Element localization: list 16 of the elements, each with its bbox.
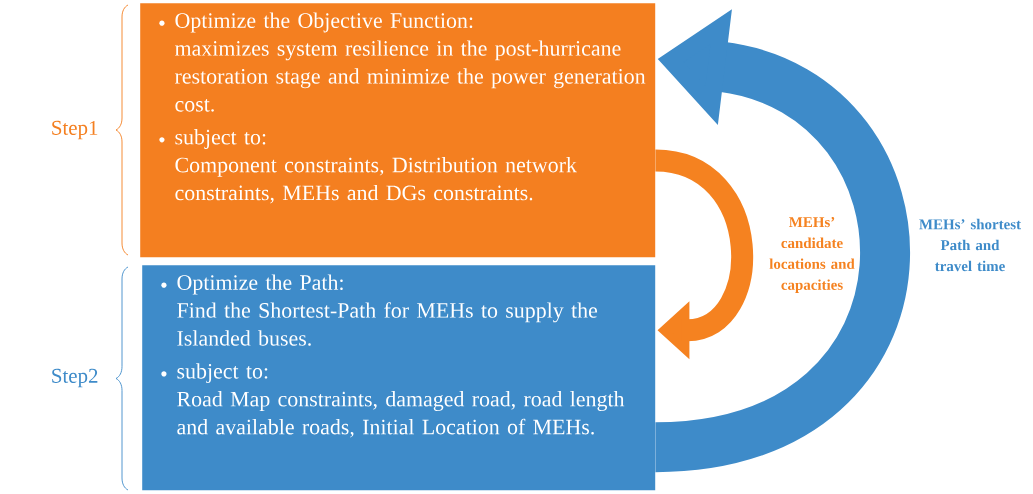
step-label: Step1	[52, 120, 98, 140]
node-label: subject to:	[175, 129, 266, 149]
node-label: Road Map constraints, damaged road, road length and available roads, Initial Location of MEHs.	[177, 391, 625, 438]
bullet-list: Optimize the Objective Function: maximizes system resilience in the post-hurricane restoration stage and minimize the power generation cost. subject to: Component constraints, Distribution network constraints, MEHs and DGs constraints.	[159, 12, 646, 204]
text-box	[140, 3, 656, 258]
node-label: Optimize the Objective Function:	[175, 12, 473, 33]
node-label: subject to:	[177, 363, 268, 384]
node-label: Optimize the Path:	[177, 274, 343, 295]
edge-label: MEHs’ shortest Path and travel time	[919, 218, 1021, 272]
edge-label: MEHs’ candidate locations and capacities	[769, 217, 855, 293]
bullet-list: Optimize the Path: Find the Shortest-Path for MEHs to supply the Islanded buses. subject to: Road Map constraints, damaged road, road length and available roads, Initial Location of MEHs.	[161, 274, 625, 438]
node-label: Find the Shortest-Path for MEHs to supply the Islanded buses.	[177, 302, 598, 346]
step-label: Step2	[52, 368, 98, 388]
node-label: maximizes system resilience in the post-hurricane restoration stage and minimize the power generation cost.	[174, 40, 646, 112]
node-label: Component constraints, Distribution network constraints, MEHs and DGs constraints.	[175, 157, 577, 204]
text-box	[142, 265, 656, 491]
